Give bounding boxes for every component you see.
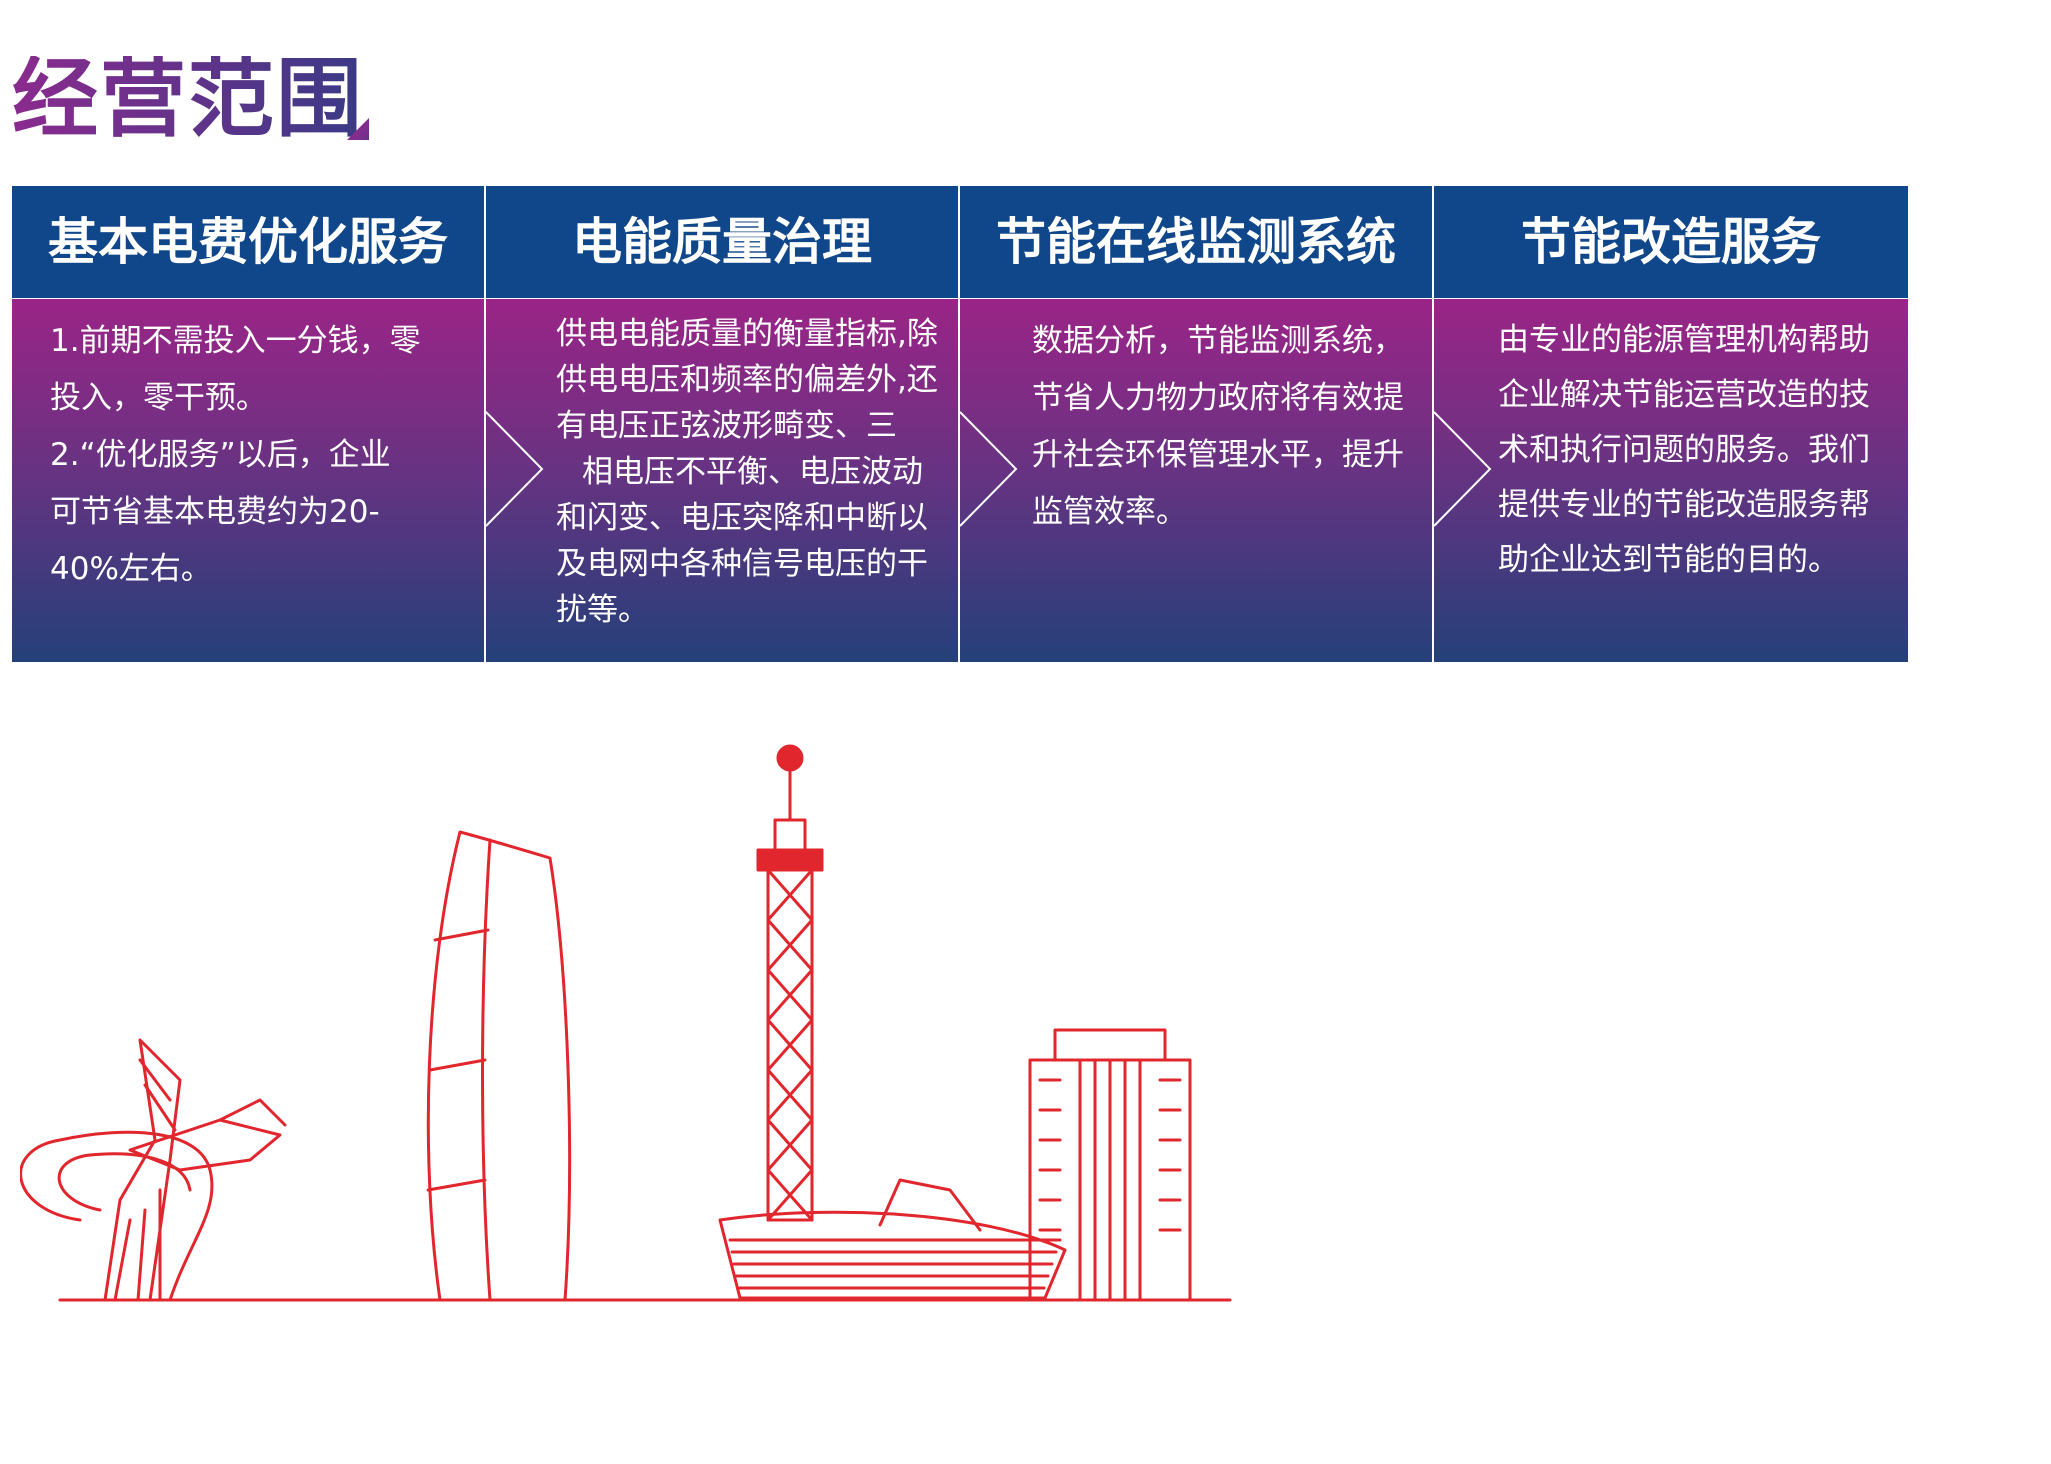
desc-line: 及电网中各种信号电压的干	[556, 546, 928, 582]
stadium	[718, 1178, 1067, 1300]
desc-line: 监管效率。	[1032, 494, 1187, 530]
sculpture-landmark	[20, 1038, 287, 1302]
page-title: 经营范围	[12, 49, 364, 149]
column-divider	[484, 186, 486, 662]
desc-line: 有电压正弦波形畸变、三	[556, 408, 897, 444]
desc-line: 相电压不平衡、电压波动	[582, 454, 923, 490]
service-bodies-panel: 1.前期不需投入一分钱，零 投入，零干预。 2.“优化服务”以后，企业 可节省基…	[12, 299, 1908, 662]
service-desc-online-monitoring: 数据分析，节能监测系统， 节省人力物力政府将有效提 升社会环保管理水平，提升 监…	[1032, 313, 1427, 541]
column-divider	[1432, 186, 1434, 662]
service-title-energy-retrofit: 节能改造服务	[1434, 186, 1908, 298]
tv-tower	[756, 744, 824, 1222]
desc-line: 数据分析，节能监测系统，	[1032, 323, 1404, 359]
desc-line: 节省人力物力政府将有效提	[1032, 380, 1404, 416]
desc-line: 可节省基本电费约为20-	[50, 494, 380, 530]
service-title-power-quality: 电能质量治理	[486, 186, 958, 298]
curved-tower	[426, 830, 572, 1302]
service-title-online-monitoring: 节能在线监测系统	[960, 186, 1432, 298]
service-title-electricity-optimization: 基本电费优化服务	[12, 186, 484, 298]
services-table: 基本电费优化服务 电能质量治理 节能在线监测系统 节能改造服务 1.前期不需投入…	[12, 186, 1908, 662]
desc-line: 由专业的能源管理机构帮助	[1498, 322, 1870, 358]
desc-line: 术和执行问题的服务。我们	[1498, 432, 1870, 468]
desc-line: 扰等。	[556, 592, 649, 628]
desc-line: 助企业达到节能的目的。	[1498, 542, 1839, 578]
desc-line: 升社会环保管理水平，提升	[1032, 437, 1404, 473]
desc-line: 1.前期不需投入一分钱，零	[50, 323, 421, 359]
desc-line: 企业解决节能运营改造的技	[1498, 377, 1870, 413]
service-desc-energy-retrofit: 由专业的能源管理机构帮助 企业解决节能运营改造的技 术和执行问题的服务。我们 提…	[1498, 313, 1898, 588]
service-desc-power-quality: 供电电能质量的衡量指标,除 供电电压和频率的偏差外,还 有电压正弦波形畸变、三 …	[556, 311, 956, 633]
desc-line: 供电电压和频率的偏差外,还	[556, 362, 938, 398]
office-building	[1028, 1028, 1192, 1302]
desc-line: 40%左右。	[50, 551, 212, 587]
desc-line: 供电电能质量的衡量指标,除	[556, 316, 938, 352]
desc-line: 提供专业的节能改造服务帮	[1498, 487, 1870, 523]
column-divider	[958, 186, 960, 662]
city-skyline-illustration-icon	[20, 744, 1232, 1302]
desc-line: 投入，零干预。	[50, 380, 267, 416]
service-desc-electricity-optimization: 1.前期不需投入一分钱，零 投入，零干预。 2.“优化服务”以后，企业 可节省基…	[50, 313, 470, 598]
desc-line: 和闪变、电压突降和中断以	[556, 500, 928, 536]
chevron-arrow-icon	[1433, 411, 1492, 527]
desc-line: 2.“优化服务”以后，企业	[50, 437, 391, 473]
chevron-arrow-icon	[959, 411, 1018, 527]
chevron-arrow-icon	[485, 411, 544, 527]
